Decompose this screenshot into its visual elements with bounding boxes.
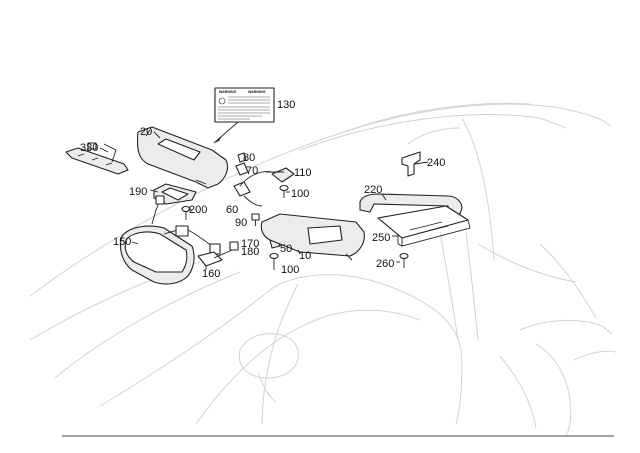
clip-70 (235, 162, 249, 176)
callout-330: 330 (80, 142, 98, 154)
callout-250: 250 (372, 232, 390, 244)
screw-260 (399, 252, 409, 268)
callout-160: 160 (202, 268, 220, 280)
leader-lines (99, 131, 429, 270)
sun-visor-20 (136, 126, 229, 189)
screw-90 (251, 213, 260, 226)
callout-220: 220 (364, 184, 382, 196)
callout-170: 170 (241, 238, 259, 250)
callout-190: 190 (129, 186, 147, 198)
callout-50: 50 (280, 243, 292, 255)
callout-80: 80 (243, 152, 255, 164)
screw-200 (181, 205, 191, 220)
clip-240 (401, 151, 421, 177)
callout-20: 20 (140, 126, 152, 138)
callout-100-upper: 100 (291, 188, 309, 200)
callout-10: 10 (299, 250, 311, 262)
warning-label-heading-left: WARNING (219, 90, 237, 94)
callout-260: 260 (376, 258, 394, 270)
console-250 (377, 205, 471, 247)
callout-130: 130 (277, 99, 295, 111)
connector-160 (197, 241, 239, 267)
callout-150: 150 (113, 236, 131, 248)
callout-180: 180 (241, 246, 259, 258)
callout-100-lower: 100 (281, 264, 299, 276)
mirror-150 (119, 195, 195, 285)
callout-200: 200 (189, 204, 207, 216)
warning-label-130: WARNING WARNING (214, 87, 275, 123)
screw-100-lower (269, 252, 279, 270)
screw-100-upper (279, 184, 289, 198)
callout-labels: 130 20 330 80 70 110 100 240 220 190 200… (80, 99, 445, 280)
warning-label-heading-right: WARNING (248, 90, 266, 94)
clip-80 (237, 152, 247, 163)
callout-60: 60 (226, 204, 238, 216)
callout-90: 90 (235, 217, 247, 229)
vehicle-outline (29, 102, 617, 437)
bracket-330 (65, 142, 129, 175)
bracket-60 (233, 171, 273, 207)
callout-240: 240 (427, 157, 445, 169)
sun-visor-10 (260, 213, 365, 261)
plate-110 (271, 167, 295, 183)
callout-70: 70 (246, 165, 258, 177)
callout-110: 110 (294, 167, 312, 179)
